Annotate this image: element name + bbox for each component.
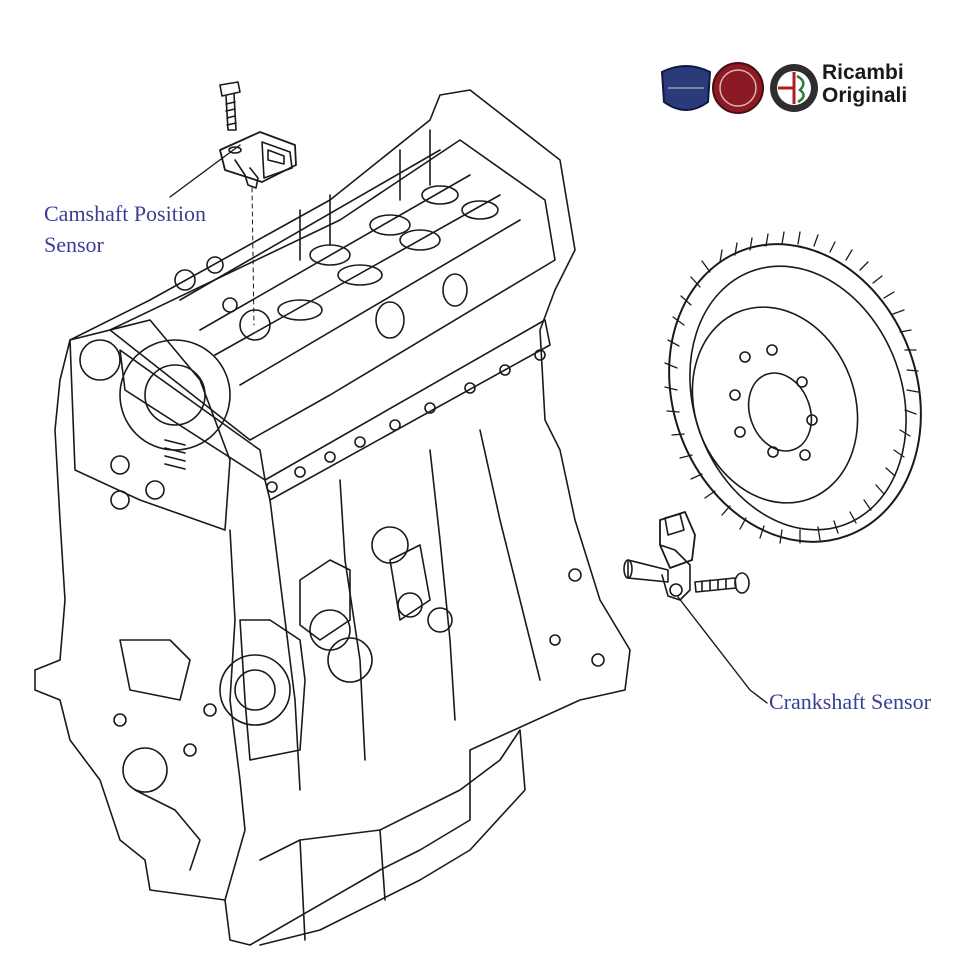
camshaft-sensor-part bbox=[169, 81, 297, 326]
engine-block bbox=[34, 89, 631, 946]
camshaft-label-line-1: Camshaft Position bbox=[44, 201, 206, 226]
camshaft-sensor-label: Camshaft Position Sensor bbox=[44, 198, 206, 260]
brand-line-2: Originali bbox=[822, 84, 908, 107]
crankshaft-sensor-label: Crankshaft Sensor bbox=[769, 689, 931, 714]
brand-logos bbox=[660, 62, 818, 114]
crankshaft-sensor-part bbox=[623, 511, 768, 704]
lancia-logo bbox=[660, 65, 712, 111]
brand-line-1: Ricambi bbox=[822, 61, 904, 84]
camshaft-label-line-2: Sensor bbox=[44, 232, 104, 257]
fiat-logo bbox=[712, 62, 764, 114]
flywheel-part bbox=[664, 231, 922, 544]
alfa-romeo-logo bbox=[770, 64, 818, 112]
brand-wordmark: Ricambi Originali bbox=[822, 61, 907, 107]
